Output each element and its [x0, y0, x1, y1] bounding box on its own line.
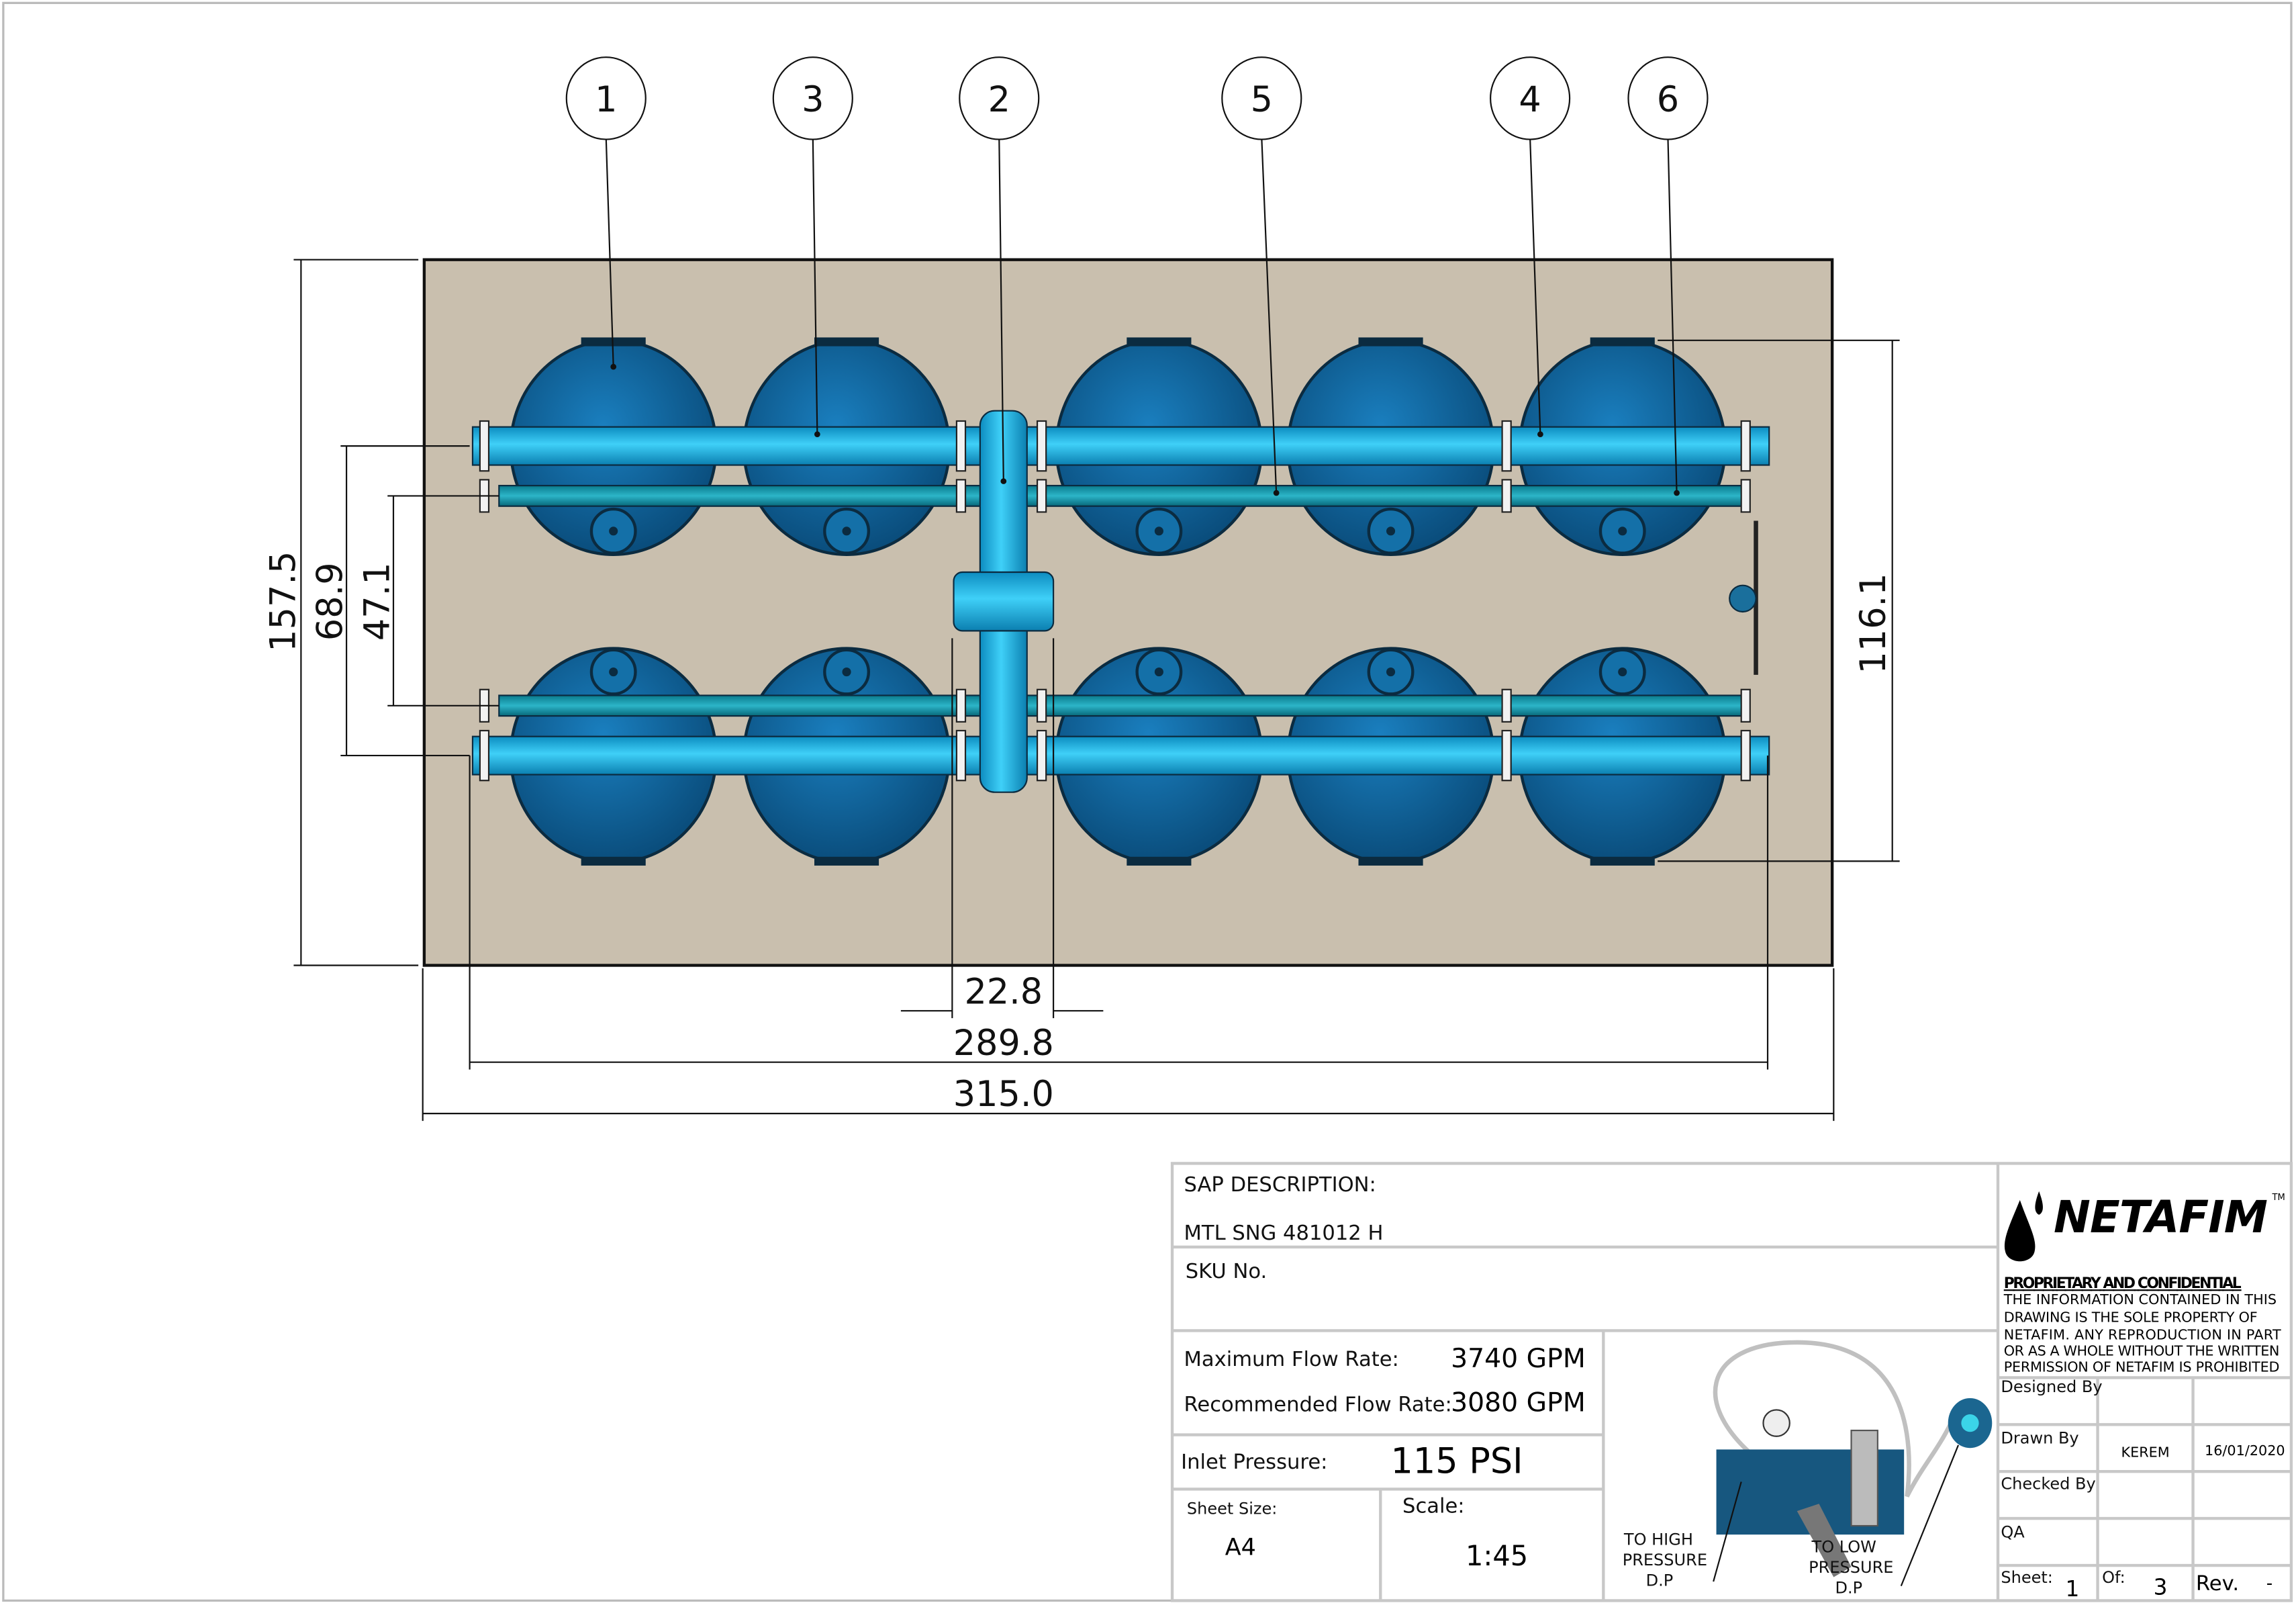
pipe-flange: [479, 420, 490, 472]
title-block: SAP DESCRIPTION: MTL SNG 481012 H SKU No…: [1170, 1162, 2293, 1602]
confidential-line-1: THE INFORMATION CONTAINED IN THIS: [2003, 1291, 2277, 1308]
low-pressure-label-3: D.P: [1835, 1579, 1863, 1598]
balloon-label: 2: [988, 79, 1010, 120]
sheet-size-value: A4: [1225, 1534, 1256, 1561]
balloon-label: 1: [595, 79, 617, 120]
top-inlet-header: [471, 426, 1770, 466]
balloon-1: 1: [565, 56, 647, 370]
checked-by-label: Checked By: [2001, 1474, 2095, 1493]
sheet-size-label: Sheet Size:: [1187, 1500, 1277, 1518]
dimensions: 157.5 68.9 47.1 116.1 22.8 289.8 315.0: [263, 259, 1900, 1121]
confidential-title: PROPRIETARY AND CONFIDENTIAL: [2004, 1275, 2242, 1292]
manifold-cross: [953, 571, 1055, 632]
high-pressure-label-2: PRESSURE: [1623, 1551, 1707, 1569]
high-pressure-label-1: TO HIGH: [1623, 1530, 1693, 1549]
dim-small-pipe-spacing: 47.1: [356, 562, 397, 641]
balloon-label: 5: [1251, 79, 1273, 120]
sku-label: SKU No.: [1186, 1260, 1267, 1283]
sheet-value: 1: [2065, 1576, 2079, 1602]
bottom-inlet-header: [471, 735, 1770, 776]
pipe-flange: [1501, 420, 1512, 472]
balloon-3: 3: [772, 56, 853, 438]
drawn-date: 16/01/2020: [2205, 1442, 2285, 1459]
pipe-flange: [1740, 479, 1751, 513]
pipe-flange: [955, 688, 967, 723]
qa-label: QA: [2001, 1523, 2025, 1542]
rec-flow-label: Recommended Flow Rate:: [1184, 1393, 1452, 1417]
dim-header-length: 289.8: [953, 1023, 1054, 1064]
balloon-4: 4: [1490, 56, 1571, 438]
pipe-flange: [1501, 479, 1512, 513]
drawn-by-value: KEREM: [2121, 1444, 2170, 1460]
logo-tm: TM: [2272, 1193, 2285, 1203]
max-flow-value: 3740 GPM: [1451, 1344, 1586, 1374]
balloon-label: 6: [1657, 79, 1679, 120]
pipe-flange: [1740, 729, 1751, 782]
backflush-valve-rack: [1729, 520, 1758, 675]
dim-overall-length: 315.0: [953, 1074, 1054, 1115]
pipe-flange: [955, 420, 967, 472]
pipe-flange: [1036, 729, 1047, 782]
sheet-label: Sheet:: [2001, 1568, 2053, 1587]
balloon-2: 2: [959, 56, 1040, 484]
inlet-pressure-label: Inlet Pressure:: [1181, 1451, 1327, 1474]
inlet-pressure-value: 115 PSI: [1391, 1440, 1523, 1481]
low-pressure-label-1: TO LOW: [1811, 1537, 1876, 1556]
pipe-flange: [1740, 688, 1751, 723]
netafim-logo: NETAFIM TM: [2004, 1191, 2285, 1262]
rev-value: -: [2266, 1573, 2273, 1594]
pipe-flange: [1501, 729, 1512, 782]
pipe-flange: [1036, 479, 1047, 513]
confidential-line-5: PERMISSION OF NETAFIM IS PROHIBITED: [2004, 1359, 2280, 1375]
dim-header-spacing: 68.9: [310, 562, 351, 641]
pipe-flange: [1036, 420, 1047, 472]
flanges: [479, 420, 1751, 782]
sap-description-value: MTL SNG 481012 H: [1184, 1222, 1384, 1245]
sap-description-label: SAP DESCRIPTION:: [1184, 1173, 1376, 1197]
scale-label: Scale:: [1402, 1494, 1465, 1518]
dim-tank-span: 116.1: [1853, 573, 1894, 674]
confidential-line-3: NETAFIM. ANY REPRODUCTION IN PART: [2004, 1327, 2281, 1343]
high-pressure-label-3: D.P: [1646, 1571, 1674, 1590]
confidential-line-2: DRAWING IS THE SOLE PROPERTY OF: [2004, 1309, 2258, 1325]
top-outlet-pipe: [498, 485, 1747, 507]
pipe-flange: [1501, 688, 1512, 723]
pipe-flange: [955, 479, 967, 513]
balloon-label: 3: [802, 79, 824, 120]
rev-label: Rev.: [2196, 1572, 2239, 1596]
pipe-flange: [1036, 688, 1047, 723]
balloon-label: 4: [1519, 79, 1541, 120]
balloon-callouts: 1 3 2 5 4 6: [565, 56, 1709, 496]
balloon-6: 6: [1627, 56, 1709, 496]
pipe-flange: [1740, 420, 1751, 472]
balloon-5: 5: [1221, 56, 1302, 496]
dim-overall-height: 157.5: [263, 551, 304, 652]
pipe-flange: [955, 729, 967, 782]
confidential-line-4: OR AS A WHOLE WITHOUT THE WRITTEN: [2004, 1343, 2280, 1359]
of-value: 3: [2154, 1575, 2168, 1600]
scale-value: 1:45: [1466, 1539, 1528, 1572]
rec-flow-value: 3080 GPM: [1451, 1388, 1586, 1418]
pipe-flange: [479, 729, 490, 782]
logo-text: NETAFIM: [2054, 1192, 2268, 1243]
max-flow-label: Maximum Flow Rate:: [1184, 1348, 1399, 1371]
drawn-by-label: Drawn By: [2001, 1429, 2078, 1448]
dp-gauge-illustration: [1713, 1340, 1993, 1587]
pipe-manifold: [471, 410, 1770, 793]
designed-by-label: Designed By: [2001, 1377, 2102, 1396]
bottom-outlet-pipe: [498, 694, 1747, 717]
dim-manifold-width: 22.8: [964, 971, 1043, 1012]
of-label: Of:: [2102, 1568, 2125, 1587]
low-pressure-label-2: PRESSURE: [1809, 1558, 1893, 1577]
